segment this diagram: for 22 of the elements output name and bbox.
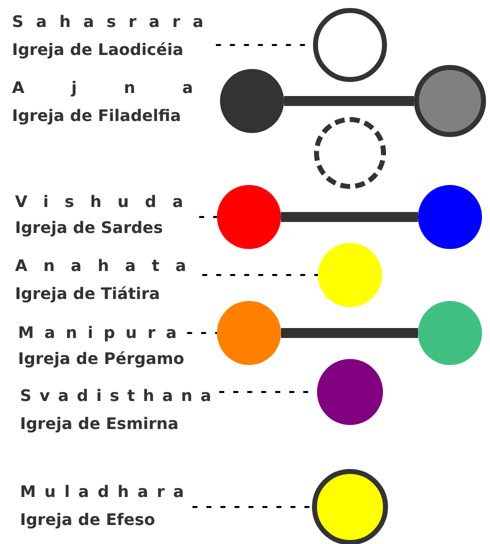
chakra-name: Anahata (15, 256, 202, 276)
church-name: Igreja de Laodicéia (12, 40, 184, 60)
church-name: Igreja de Filadelfia (12, 106, 182, 126)
church-name: Igreja de Sardes (15, 218, 164, 238)
church-name: Igreja de Esmirna (20, 414, 180, 434)
leader-line (202, 274, 318, 276)
church-name: Igreja de Tiátira (15, 284, 161, 304)
chakra-name: Vishuda (15, 192, 200, 212)
chakra-name: Muladhara (20, 482, 192, 502)
connector-bar (281, 212, 418, 222)
dashed-circle (314, 117, 386, 189)
leader-line (199, 216, 217, 218)
chakra-name: Manipura (18, 323, 188, 343)
connector-bar (284, 96, 414, 106)
chakra-name: Svadisthana (20, 386, 220, 406)
leader-line (192, 506, 312, 508)
leader-line (187, 332, 217, 334)
connector-bar (281, 328, 418, 338)
church-name: Igreja de Efeso (20, 510, 156, 530)
chakra-name: Sahasrara (12, 12, 216, 32)
church-name: Igreja de Pérgamo (18, 349, 186, 369)
chakra-name: Ajna (12, 78, 240, 98)
